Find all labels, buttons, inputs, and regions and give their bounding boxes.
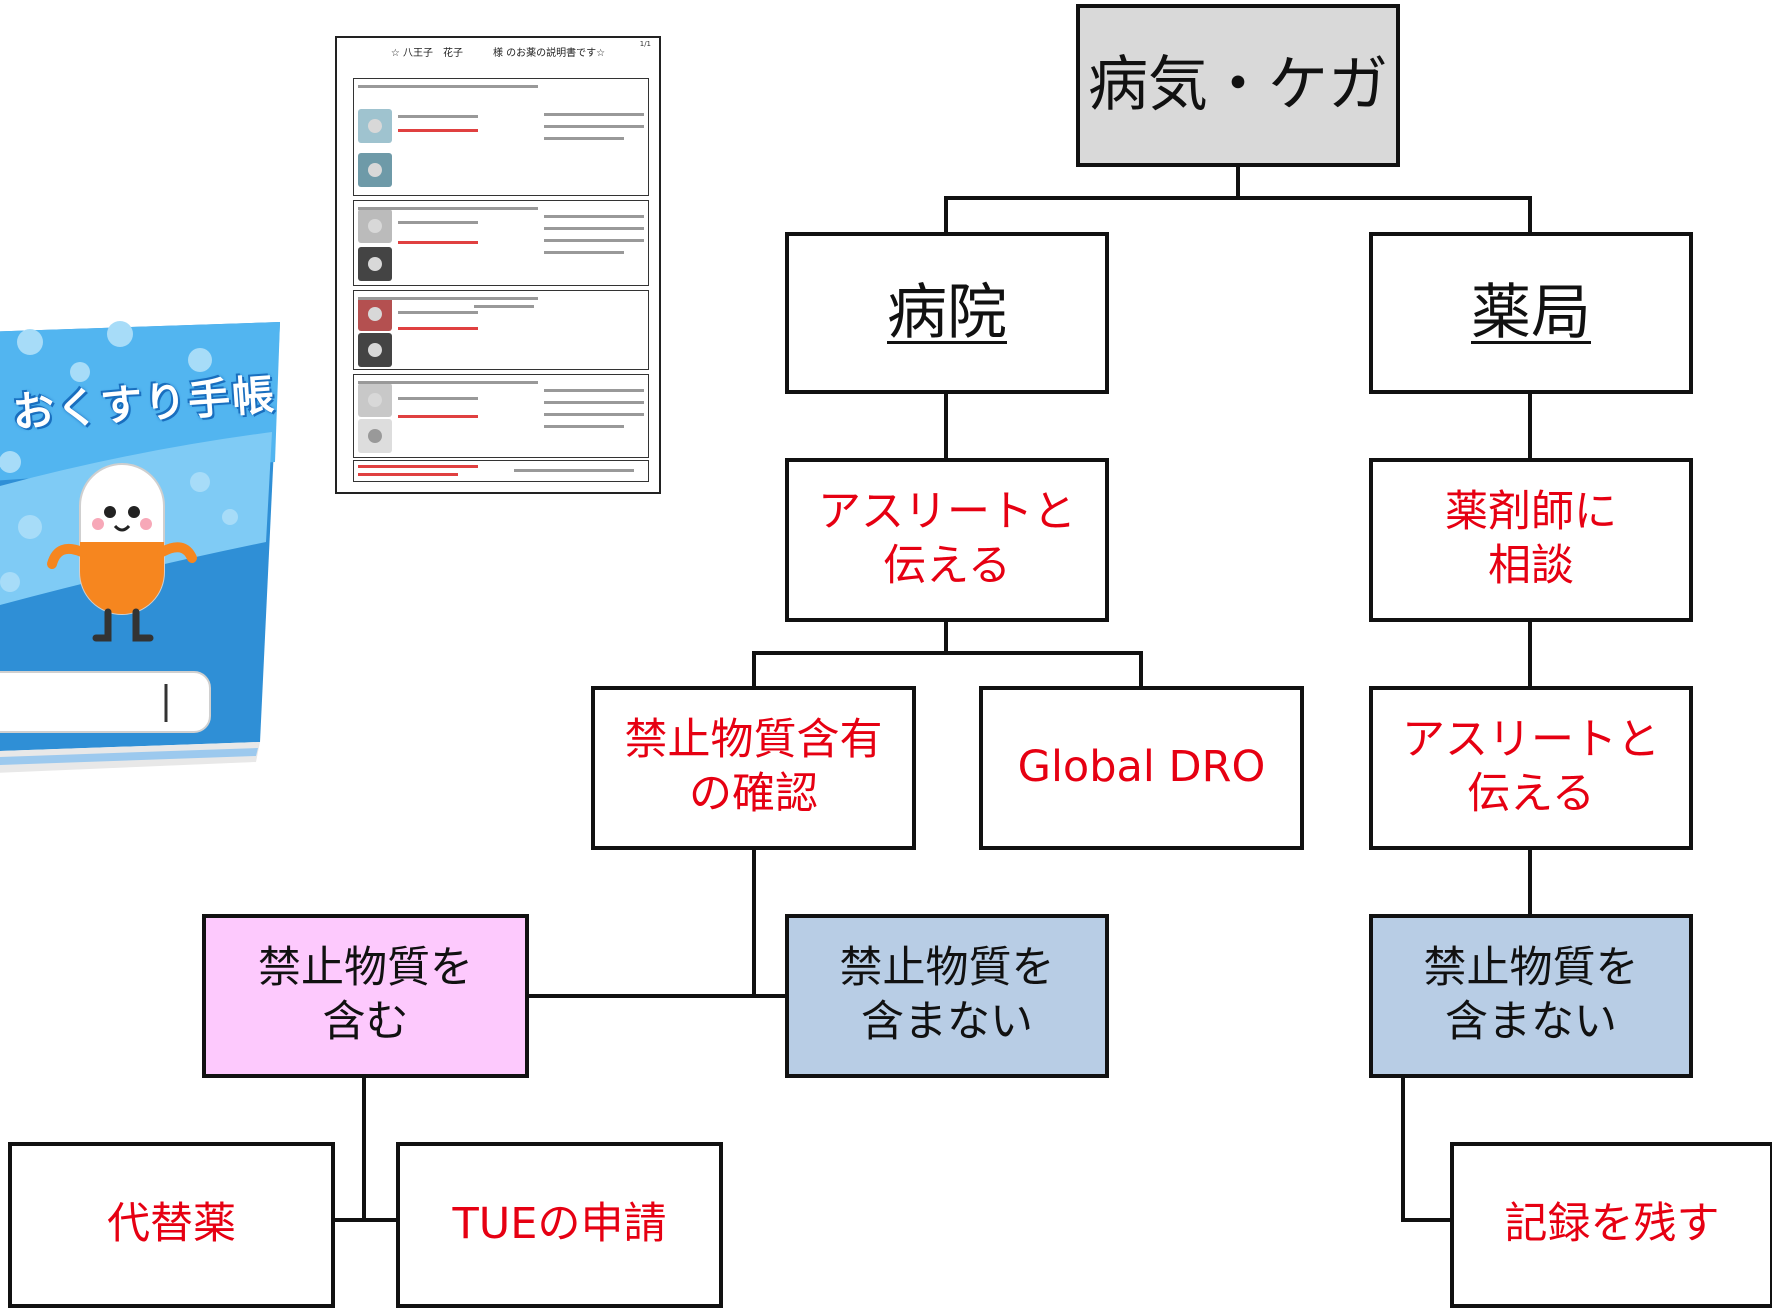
pill-photo: [358, 109, 392, 143]
node-label: 病院: [887, 277, 1007, 348]
node-label: アスリートと 伝える: [818, 487, 1076, 591]
medication-notebook-illustration: [0, 321, 280, 773]
node-label: 禁止物質含有 の確認: [624, 715, 883, 819]
node-alternative-medicine: 代替薬: [8, 1142, 335, 1308]
medicine-info-sheet-illustration: 1/1 ☆ 八王子 花子 様 のお薬の説明書です☆: [335, 36, 661, 494]
sheet-medicine-block: [353, 200, 649, 286]
node-consult-pharmacist: 薬剤師に 相談: [1369, 458, 1693, 622]
pill-photo: [358, 297, 392, 331]
node-keep-record: 記録を残す: [1450, 1142, 1772, 1308]
node-hospital: 病院: [785, 232, 1109, 394]
node-no-prohibited-hospital: 禁止物質を 含まない: [785, 914, 1109, 1078]
pill-photo: [358, 209, 392, 243]
node-label: 代替薬: [107, 1199, 236, 1250]
pill-photo: [358, 333, 392, 367]
sheet-medicine-block: [353, 78, 649, 196]
node-tell-athlete-hospital: アスリートと 伝える: [785, 458, 1109, 622]
node-label: TUEの申請: [452, 1199, 667, 1250]
node-no-prohibited-pharmacy: 禁止物質を 含まない: [1369, 914, 1693, 1078]
node-label: 薬剤師に 相談: [1445, 487, 1617, 591]
node-label: 薬局: [1471, 277, 1591, 348]
node-label: 禁止物質を 含む: [258, 943, 473, 1047]
sheet-medicine-block: [353, 290, 649, 370]
node-illness-injury: 病気・ケガ: [1076, 4, 1400, 167]
node-label: Global DRO: [1017, 742, 1266, 793]
node-label: 禁止物質を 含まない: [1423, 943, 1639, 1047]
sheet-medicine-block: [353, 374, 649, 458]
pill-photo: [358, 383, 392, 417]
node-tell-athlete-pharmacy: アスリートと 伝える: [1369, 686, 1693, 850]
sheet-page-number: 1/1: [639, 40, 651, 48]
sheet-title: ☆ 八王子 花子 様 のお薬の説明書です☆: [390, 48, 606, 59]
node-label: 病気・ケガ: [1088, 50, 1388, 120]
capsule-mascot: [47, 463, 197, 642]
sheet-footer: [353, 460, 649, 482]
node-tue-application: TUEの申請: [396, 1142, 723, 1308]
pill-photo: [358, 419, 392, 453]
node-contains-prohibited: 禁止物質を 含む: [202, 914, 529, 1078]
node-pharmacy: 薬局: [1369, 232, 1693, 394]
pill-photo: [358, 153, 392, 187]
node-global-dro: Global DRO: [979, 686, 1304, 850]
node-check-prohibited-substance: 禁止物質含有 の確認: [591, 686, 916, 850]
pill-photo: [358, 247, 392, 281]
node-label: 禁止物質を 含まない: [839, 943, 1055, 1047]
node-label: アスリートと 伝える: [1402, 715, 1660, 819]
node-label: 記録を残す: [1504, 1199, 1720, 1250]
